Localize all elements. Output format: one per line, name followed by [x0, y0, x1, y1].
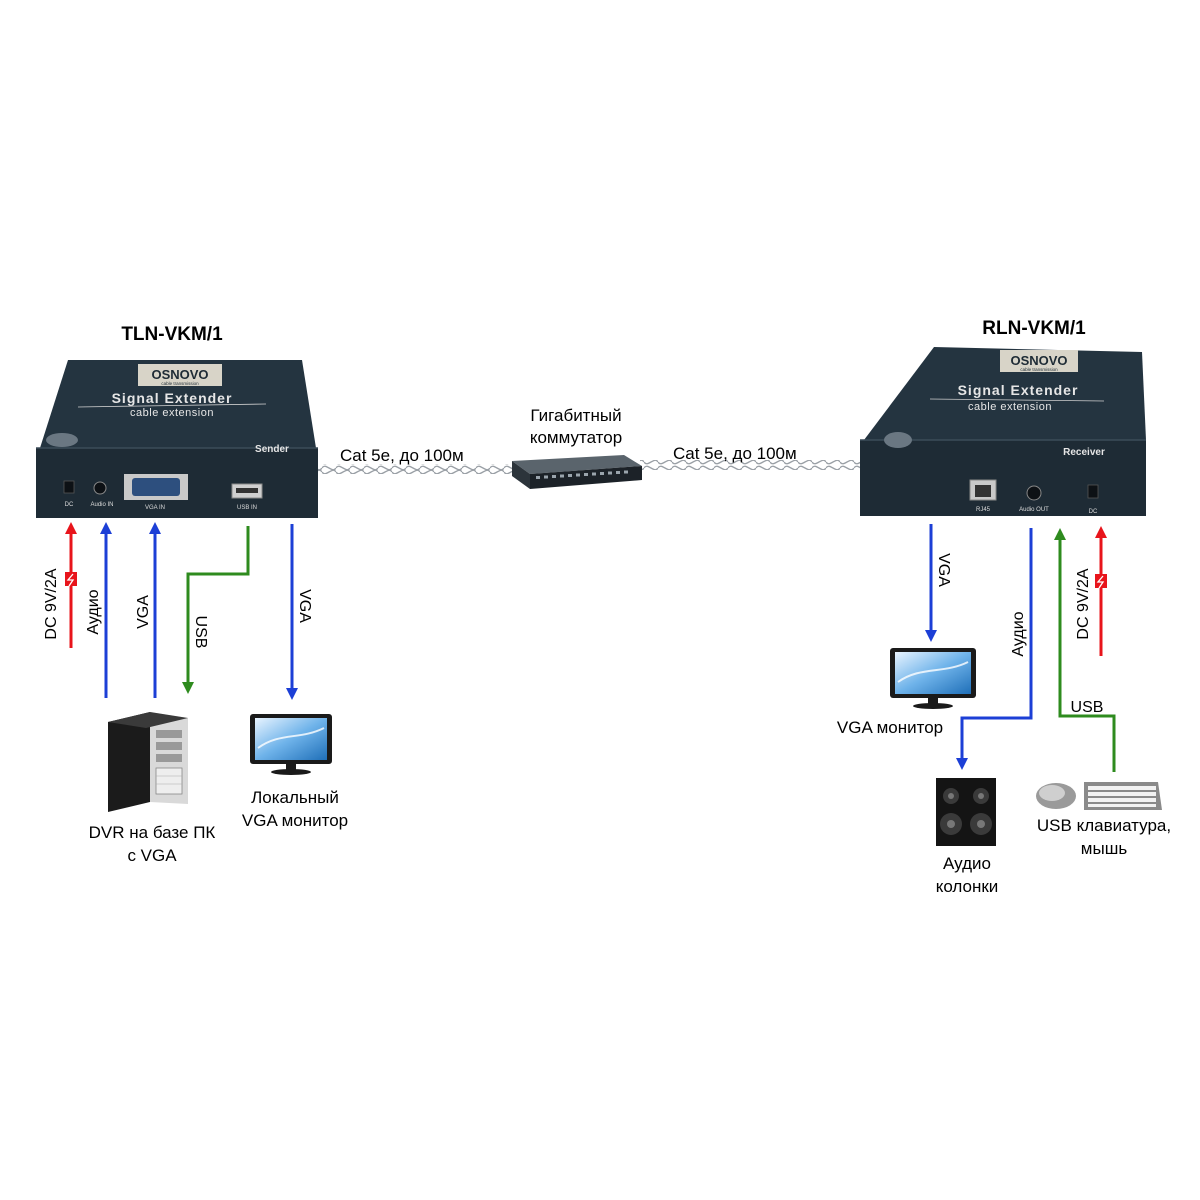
pc-tower-icon: [108, 712, 188, 812]
left-usb-arrow: [182, 526, 250, 694]
receiver-brand-plate: [1000, 350, 1078, 372]
cable-left: [316, 464, 516, 474]
receiver-port-audio: Audio OUT: [1019, 507, 1049, 513]
receiver-title: Signal Extender: [958, 382, 1079, 398]
sender-brand-plate: [138, 364, 222, 386]
keyboard-label-line1: USB клавиатура,: [1037, 816, 1171, 835]
local-monitor-label-line2: VGA монитор: [242, 811, 348, 830]
left-vga-out-label: VGA: [296, 589, 313, 623]
receiver-audio-port: [1026, 485, 1042, 501]
pc-label-line2: с VGA: [127, 846, 177, 865]
sender-title: Signal Extender: [112, 390, 233, 406]
sender-port-vga: VGA IN: [145, 505, 165, 511]
right-dc-arrow: [1095, 526, 1107, 656]
keyboard-icon: [1084, 782, 1162, 810]
cable-right: [640, 460, 860, 470]
receiver-subtitle: cable extension: [968, 401, 1052, 413]
gigabit-switch: [512, 455, 642, 489]
sender-brand-sub: cable transmission: [161, 381, 199, 386]
receiver-role: Receiver: [1063, 447, 1105, 458]
right-audio-arrow: [956, 528, 1033, 770]
sender-dc-port: [63, 480, 75, 494]
speakers-label-line1: Аудио: [943, 854, 991, 873]
sender-port-usb: USB IN: [237, 505, 257, 511]
left-usb-label: USB: [192, 616, 209, 649]
cable-right-label: Cat 5e, до 100м: [673, 444, 797, 463]
right-vga-label: VGA: [935, 553, 952, 587]
speakers-icon: [936, 778, 996, 846]
left-vga-in-label: VGA: [135, 595, 152, 629]
sender-port-dc: DC: [65, 502, 74, 508]
receiver-port-dc: DC: [1089, 509, 1098, 515]
mouse-icon: [1036, 783, 1076, 809]
local-monitor-label-line1: Локальный: [251, 788, 339, 807]
vga-monitor-label: VGA монитор: [837, 718, 943, 737]
local-monitor-icon: [250, 714, 332, 775]
sender-model: TLN-VKM/1: [121, 324, 223, 345]
sender-port-audio: Audio IN: [90, 502, 113, 508]
right-usb-label: USB: [1071, 699, 1104, 716]
receiver-brand-sub: cable transmission: [1020, 367, 1058, 372]
receiver-dc-port: [1087, 484, 1099, 499]
sender-role: Sender: [255, 444, 289, 455]
left-dc-label: DC 9V/2A: [43, 568, 60, 639]
receiver-model: RLN-VKM/1: [982, 318, 1086, 339]
keyboard-label-line2: мышь: [1081, 839, 1128, 858]
receiver-brand: OSNOVO: [1010, 353, 1067, 368]
receiver-port-rj45: RJ45: [976, 507, 991, 513]
right-dc-label: DC 9V/2A: [1075, 568, 1092, 639]
vga-monitor-icon: [890, 648, 976, 709]
sender-subtitle: cable extension: [130, 407, 214, 419]
sender-unit: OSNOVO cable transmission Signal Extende…: [36, 360, 318, 518]
left-dc-arrow: [65, 522, 77, 648]
sender-brand: OSNOVO: [151, 367, 208, 382]
right-usb-arrow: [1054, 528, 1116, 772]
left-audio-label: Аудио: [85, 589, 102, 634]
pc-label-line1: DVR на базе ПК: [89, 823, 216, 842]
right-audio-label: Аудио: [1010, 611, 1027, 656]
speakers-label-line2: колонки: [936, 877, 999, 896]
switch-label-line1: Гигабитный: [530, 406, 621, 425]
sender-audio-port: [93, 481, 107, 495]
switch-label-line2: коммутатор: [530, 428, 622, 447]
cable-left-label: Cat 5e, до 100м: [340, 446, 464, 465]
receiver-unit: OSNOVO cable transmission Signal Extende…: [860, 347, 1146, 516]
